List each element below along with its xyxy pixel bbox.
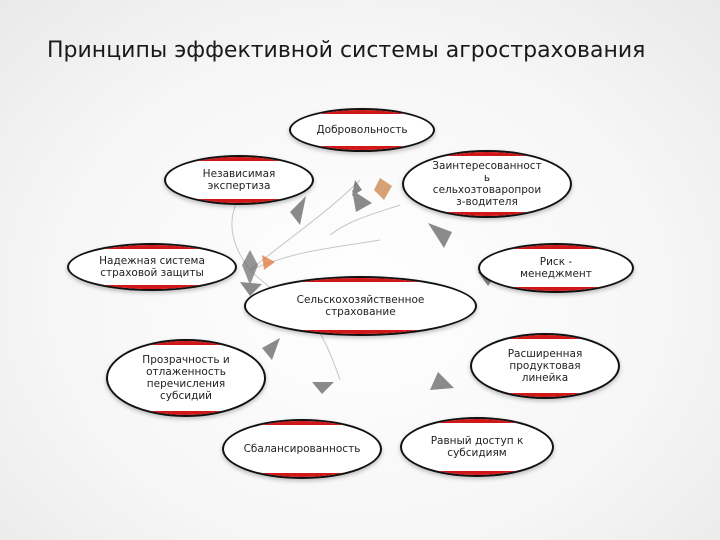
node-center-agricultural-insurance: Сельскохозяйственное страхование	[244, 276, 477, 336]
node-producer-interest: Заинтересованност ь сельхозтоваропрои з-…	[402, 150, 572, 218]
node-product-line-label: Расширенная продуктовая линейка	[507, 348, 583, 384]
arrow-top-right	[428, 223, 452, 248]
node-product-line: Расширенная продуктовая линейка	[470, 333, 620, 399]
node-balance: Сбалансированность	[222, 419, 382, 479]
node-transparency: Прозрачность и отлаженность перечисления…	[106, 339, 266, 417]
node-producer-interest-label: Заинтересованност ь сельхозтоваропрои з-…	[432, 160, 542, 208]
node-voluntary: Добровольность	[289, 108, 435, 152]
node-voluntary-label: Добровольность	[316, 124, 408, 136]
node-equal-access: Равный доступ к субсидиям	[400, 417, 554, 477]
slide-title: Принципы эффективной системы агрострахов…	[47, 38, 646, 63]
node-transparency-label: Прозрачность и отлаженность перечисления…	[142, 354, 230, 402]
node-reliable-system: Надежная система страховой защиты	[67, 243, 237, 291]
arrow-lower-right	[430, 372, 454, 390]
arrow-bottom	[312, 382, 334, 394]
arrow-lower-left	[262, 338, 280, 360]
node-independent-expertise-label: Независимая экспертиза	[202, 168, 276, 192]
node-balance-label: Сбалансированность	[243, 443, 361, 455]
node-risk-management-label: Риск - менеджмент	[520, 256, 592, 280]
node-center-label: Сельскохозяйственное страхование	[296, 294, 425, 318]
arrow-top	[352, 190, 372, 212]
node-independent-expertise: Независимая экспертиза	[164, 155, 314, 205]
node-risk-management: Риск - менеджмент	[478, 243, 634, 293]
arrow-top-left	[290, 196, 306, 225]
arrow-left	[240, 282, 262, 296]
node-equal-access-label: Равный доступ к субсидиям	[430, 435, 524, 459]
node-reliable-system-label: Надежная система страховой защиты	[99, 255, 205, 279]
